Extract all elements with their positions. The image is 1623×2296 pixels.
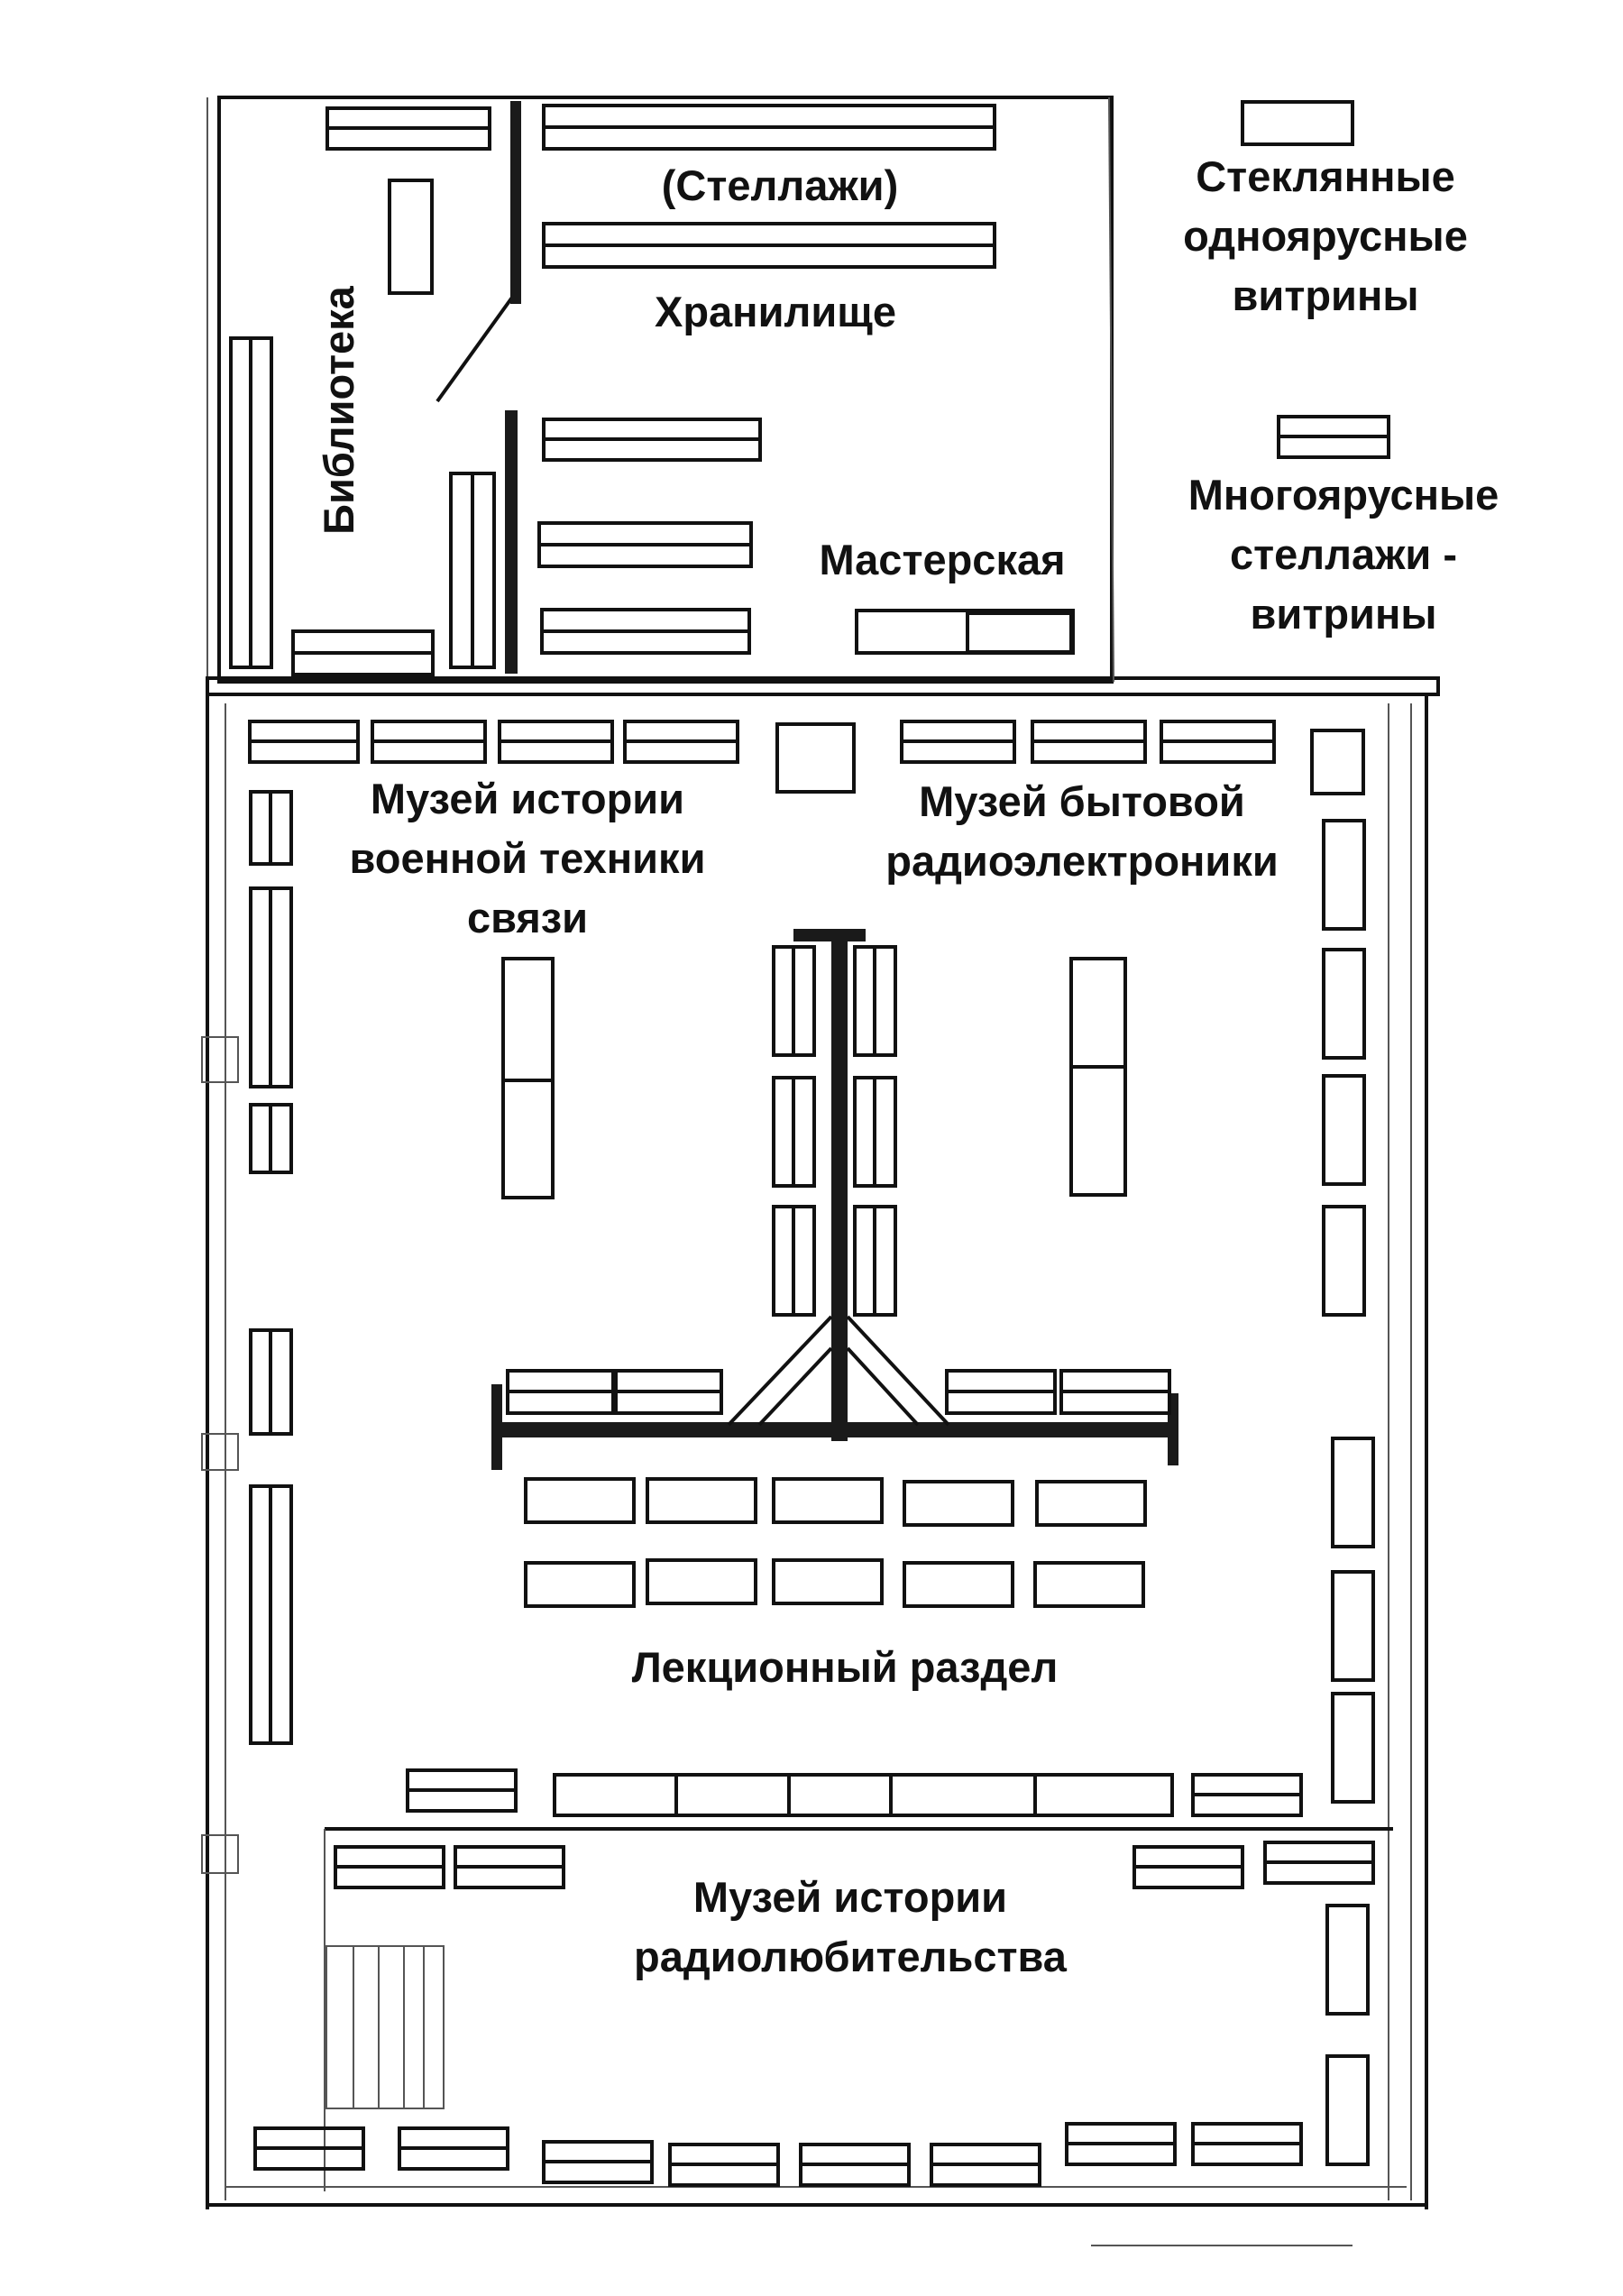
room-label-storage: Хранилище	[655, 288, 896, 335]
central-exhibit	[506, 945, 1171, 1415]
legend-glass-label-3: витрины	[1233, 271, 1419, 319]
room-label-military-2: военной техники	[350, 834, 706, 882]
room-label-workshop: Мастерская	[819, 536, 1065, 583]
room-label-ham-2: радиолюбительства	[634, 1933, 1068, 1980]
room-label-household-1: Музей бытовой	[919, 777, 1245, 825]
room-label-ham-1: Музей истории	[693, 1873, 1007, 1921]
legend-multi-label-2: стеллажи -	[1230, 530, 1457, 578]
room-label-military-1: Музей истории	[371, 775, 684, 822]
room-label-lecture: Лекционный раздел	[632, 1643, 1059, 1691]
legend-multi-label-1: Многоярусные	[1188, 471, 1499, 519]
room-label-library: Библиотека	[315, 285, 362, 535]
room-label-military-3: связи	[467, 894, 588, 941]
ham-museum-shelves	[253, 1841, 1375, 2187]
legend-multi-label-3: витрины	[1251, 590, 1437, 638]
thick-bars	[491, 101, 1178, 1470]
room-label-household-2: радиоэлектроники	[885, 837, 1278, 885]
household-museum-shelves	[900, 720, 1366, 1317]
walls	[201, 96, 1440, 2246]
multi-tier-shelves	[229, 104, 996, 676]
military-museum-shelves	[248, 720, 739, 1745]
legend-glass-label-2: одноярусные	[1183, 212, 1468, 260]
legend-glass-case-symbol	[1241, 100, 1354, 146]
legend-glass-label-1: Стеклянные	[1196, 152, 1455, 200]
lecture-tables	[406, 1437, 1375, 1817]
room-label-shelves: (Стеллажи)	[662, 161, 898, 209]
legend	[1241, 100, 1390, 459]
glass-cases	[388, 179, 1365, 795]
